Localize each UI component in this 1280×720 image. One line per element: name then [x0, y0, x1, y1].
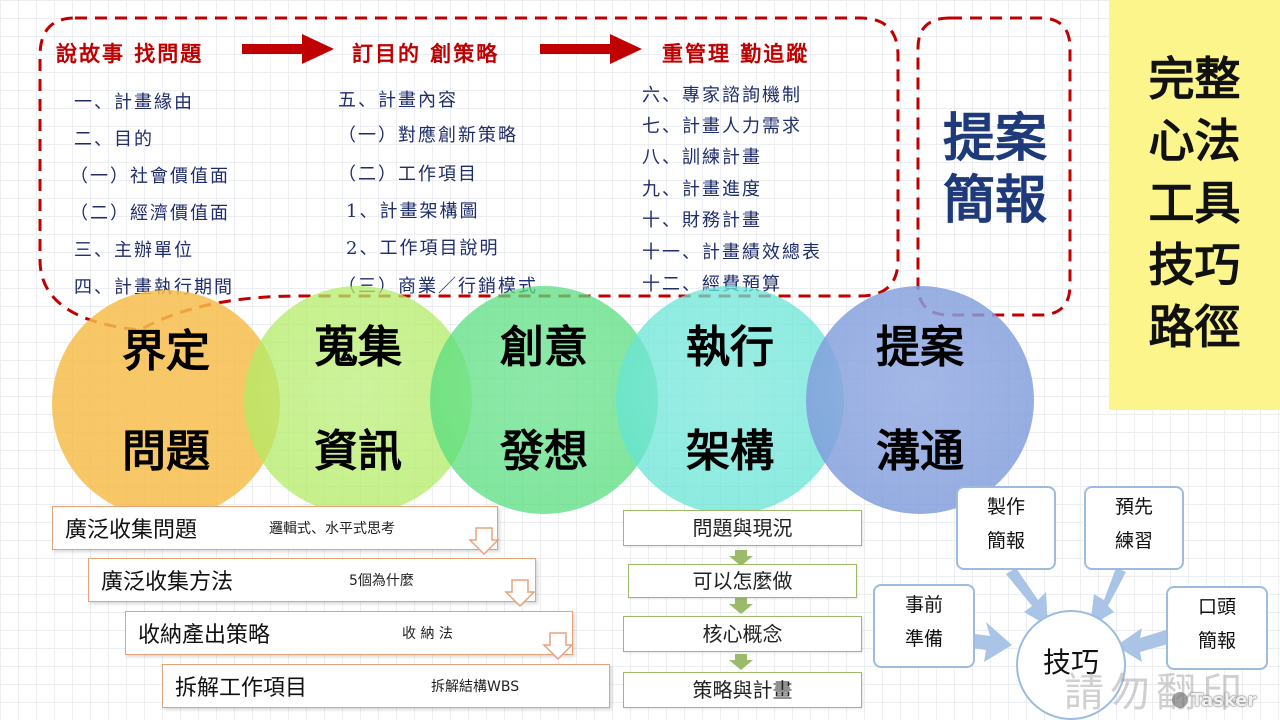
- step-bar-4: 拆解工作項目 拆解結構WBS: [162, 664, 610, 708]
- tip-make-slides-line1: 製作: [986, 496, 1025, 518]
- flow-step-3: 核心概念: [623, 616, 862, 652]
- elbow-arrow-3: [542, 632, 574, 661]
- phase1-item: （一）社會價值面: [70, 166, 230, 187]
- step-bar-2-sub: 5個為什麼: [349, 573, 414, 589]
- phase2-item: （一）對應創新策略: [338, 125, 518, 146]
- phase3-item: 七、計畫人力需求: [642, 116, 802, 137]
- brand-name: Tasker: [1191, 690, 1257, 711]
- circle-3-bottom: 發想: [500, 426, 588, 477]
- step-bar-1-main: 廣泛收集問題: [65, 518, 198, 543]
- watermark-brand: Tasker: [1172, 690, 1256, 711]
- phase2-item: 五、計畫內容: [338, 90, 458, 111]
- circle-4-top: 執行: [686, 322, 774, 373]
- circle-5-bottom: 溝通: [876, 426, 964, 477]
- circle-1-bottom: 問題: [122, 426, 210, 477]
- step-bar-1: 廣泛收集問題 邏輯式、水平式思考: [52, 506, 498, 550]
- proposal-title: 提案 簡報: [930, 108, 1060, 232]
- arrow-2: [540, 34, 642, 64]
- circle-5-top: 提案: [876, 322, 964, 373]
- tip-prepare-line1: 事前: [904, 594, 943, 616]
- phase-title-3: 重管理 勤追蹤: [662, 41, 810, 66]
- tip-oral-line2: 簡報: [1197, 630, 1236, 652]
- phase1-item: 三、主辦單位: [74, 240, 194, 261]
- tip-oral-line1: 口頭: [1197, 596, 1236, 618]
- step-bar-3: 收納產出策略 收 納 法: [125, 611, 573, 655]
- tip-oral: 口頭 簡報: [1166, 586, 1268, 670]
- flow-step-2: 可以怎麼做: [628, 564, 857, 598]
- tip-make-slides-line2: 簡報: [986, 530, 1025, 552]
- phase2-item: 2、工作項目說明: [346, 238, 500, 259]
- tip-rehearse: 預先 練習: [1084, 486, 1184, 570]
- phase3-item: 十、財務計畫: [642, 210, 762, 231]
- phase3-item: 八、訓練計畫: [642, 147, 762, 168]
- circle-define-problem: [52, 290, 280, 518]
- flow-step-1: 問題與現況: [623, 510, 862, 546]
- proposal-dashed-outline: [916, 16, 1072, 317]
- method-line: 心法: [1148, 114, 1241, 168]
- phase1-item: 二、目的: [74, 129, 154, 150]
- proposal-line-2: 簡報: [942, 171, 1047, 231]
- circle-2-bottom: 資訊: [314, 426, 402, 477]
- phase-title-2: 訂目的 創策略: [352, 41, 500, 66]
- method-line: 路徑: [1148, 300, 1241, 354]
- phase2-item: 1、計畫架構圖: [346, 201, 480, 222]
- step-bar-2-main: 廣泛收集方法: [101, 570, 234, 595]
- step-bar-4-sub: 拆解結構WBS: [431, 679, 520, 695]
- tip-rehearse-line2: 練習: [1114, 530, 1153, 552]
- flow-arrows-middle: [729, 550, 753, 670]
- circle-4-bottom: 架構: [686, 426, 774, 477]
- arrow-1: [242, 34, 334, 64]
- circle-proposal: [806, 286, 1034, 514]
- proposal-line-1: 提案: [942, 109, 1047, 169]
- phase3-item: 六、專家諮詢機制: [642, 85, 802, 106]
- step-bar-2: 廣泛收集方法 5個為什麼: [88, 558, 536, 602]
- circle-3-top: 創意: [500, 322, 588, 373]
- method-line: 工具: [1148, 176, 1241, 230]
- elbow-arrow-2: [504, 579, 536, 608]
- phase3-item: 十一、計畫績效總表: [642, 242, 822, 263]
- phase2-item: （二）工作項目: [338, 164, 478, 185]
- brand-logo-icon: [1172, 692, 1188, 708]
- step-bar-3-main: 收納產出策略: [138, 623, 271, 648]
- phase1-item: 一、計畫緣由: [74, 92, 194, 113]
- plan-dashed-outline: [38, 16, 900, 332]
- step-bar-3-sub: 收 納 法: [402, 626, 453, 642]
- step-bar-1-sub: 邏輯式、水平式思考: [269, 521, 395, 537]
- flow-step-4: 策略與計畫: [623, 672, 862, 708]
- method-line: 技巧: [1148, 238, 1241, 292]
- elbow-arrow-1: [468, 527, 500, 556]
- tip-prepare: 事前 準備: [873, 584, 975, 668]
- watermark-text: 請勿翻印: [1064, 670, 1248, 716]
- phase-title-1: 說故事 找問題: [56, 41, 204, 66]
- circle-2-top: 蒐集: [314, 322, 402, 373]
- method-line: 完整: [1148, 52, 1241, 106]
- phase3-item: 九、計畫進度: [642, 179, 762, 200]
- tip-rehearse-line1: 預先: [1114, 496, 1153, 518]
- tips-center-circle: 技巧: [1016, 610, 1126, 720]
- tip-make-slides: 製作 簡報: [956, 486, 1056, 570]
- step-bar-4-main: 拆解工作項目: [175, 676, 308, 701]
- phase1-item: （二）經濟價值面: [70, 203, 230, 224]
- circle-1-top: 界定: [122, 326, 210, 377]
- method-box: 完整 心法 工具 技巧 路徑: [1109, 0, 1280, 410]
- tip-prepare-line2: 準備: [904, 628, 943, 650]
